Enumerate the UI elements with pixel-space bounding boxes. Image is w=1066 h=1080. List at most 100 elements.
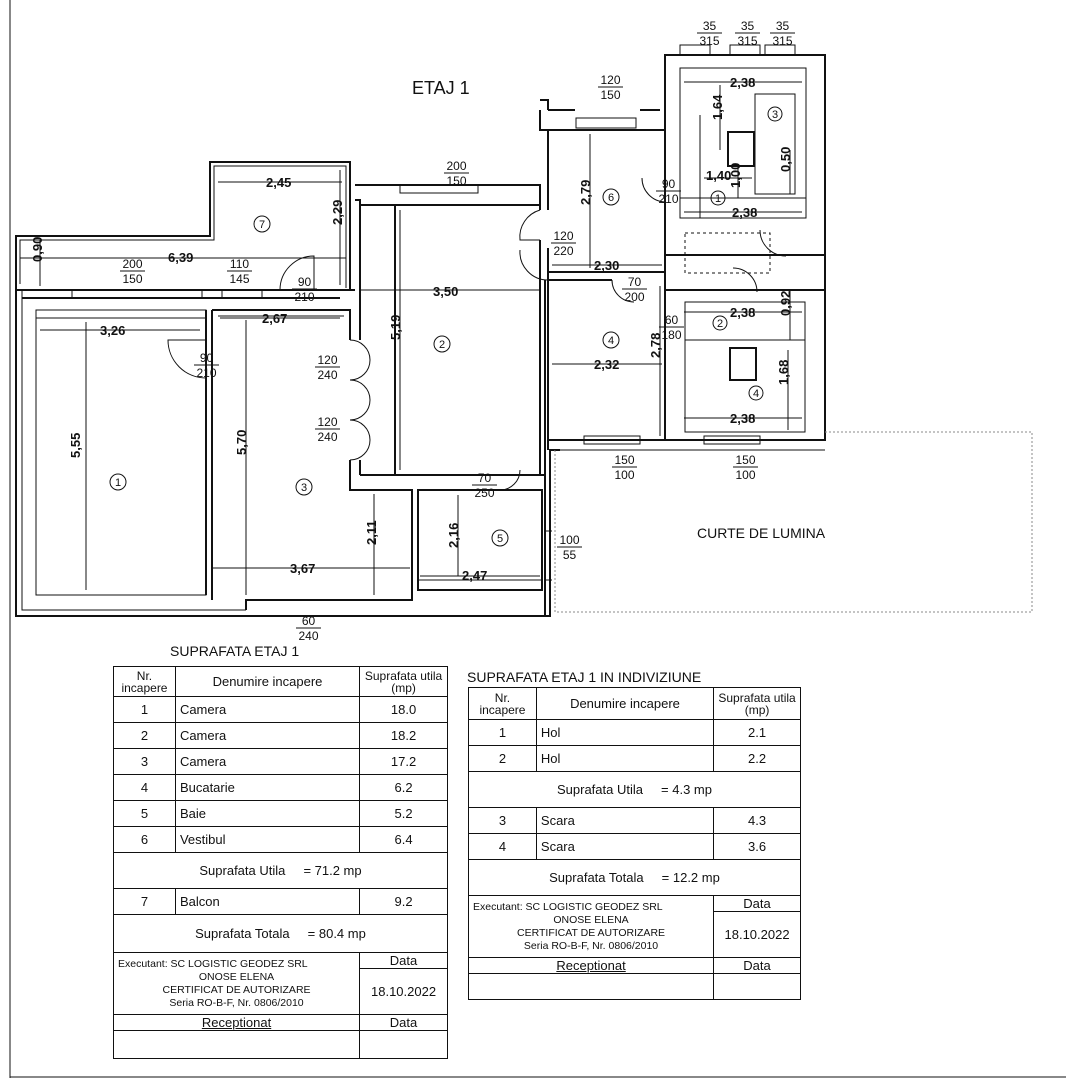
dimension-label: 2,16 <box>446 523 461 548</box>
svg-text:150: 150 <box>600 88 620 102</box>
dimension-label: 2,38 <box>730 411 755 426</box>
svg-text:90: 90 <box>200 351 214 365</box>
dimension-label: 2,30 <box>594 258 619 273</box>
svg-text:100: 100 <box>614 468 634 482</box>
svg-text:120: 120 <box>317 415 337 429</box>
room-mark-7: 7 <box>253 215 271 233</box>
common-mark-2: 2 <box>712 315 728 331</box>
svg-text:210: 210 <box>294 290 314 304</box>
svg-text:35: 35 <box>703 19 717 33</box>
dimension-label: 6,39 <box>168 250 193 265</box>
svg-text:3: 3 <box>772 109 778 121</box>
svg-text:315: 315 <box>737 34 757 48</box>
svg-text:315: 315 <box>772 34 792 48</box>
svg-text:5: 5 <box>497 533 503 545</box>
svg-text:200: 200 <box>446 159 466 173</box>
dimension-label: 2,38 <box>730 75 755 90</box>
svg-text:150: 150 <box>122 272 142 286</box>
dimension-label: 5,19 <box>388 315 403 340</box>
dimension-label: 0,50 <box>778 147 793 172</box>
svg-text:210: 210 <box>196 366 216 380</box>
header-name: Denumire incapere <box>535 687 715 720</box>
svg-text:90: 90 <box>662 177 676 191</box>
svg-text:6: 6 <box>608 192 614 204</box>
data-label: Data <box>359 952 448 969</box>
svg-text:120: 120 <box>317 353 337 367</box>
svg-text:60: 60 <box>302 614 316 628</box>
totala-total: Suprafata Totala = 12.2 mp <box>468 859 801 896</box>
dimension-label: 2,45 <box>266 175 291 190</box>
svg-text:100: 100 <box>559 533 579 547</box>
svg-text:2: 2 <box>439 339 445 351</box>
common-mark-4: 4 <box>748 385 764 401</box>
svg-text:1: 1 <box>715 193 721 205</box>
dimension-label: 1,64 <box>710 94 725 120</box>
dimension-label: 1,40 <box>706 168 731 183</box>
svg-text:70: 70 <box>628 275 642 289</box>
dimension-label: 2,32 <box>594 357 619 372</box>
header-area: Suprafata utila (mp) <box>713 687 801 720</box>
data-label: Data <box>713 895 801 912</box>
svg-text:145: 145 <box>229 272 249 286</box>
common-mark-3: 3 <box>767 106 783 122</box>
svg-text:100: 100 <box>735 468 755 482</box>
svg-text:120: 120 <box>553 229 573 243</box>
header-nr: Nr. incapere <box>468 687 537 720</box>
svg-text:4: 4 <box>753 388 759 400</box>
svg-text:200: 200 <box>122 257 142 271</box>
dimension-label: 0,90 <box>30 237 45 262</box>
room-mark-5: 5 <box>491 529 509 547</box>
svg-text:240: 240 <box>317 430 337 444</box>
svg-text:240: 240 <box>298 629 318 643</box>
surface-table: Nr. incapere Denumire incapere Suprafata… <box>112 666 448 1059</box>
executant-block: Executant: SC LOGISTIC GEODEZ SRL ONOSE … <box>467 895 715 958</box>
svg-text:1: 1 <box>115 477 121 489</box>
svg-text:3: 3 <box>301 482 307 494</box>
dimension-label: 2,47 <box>462 568 487 583</box>
dimension-label: 1,68 <box>776 360 791 385</box>
dimension-label: 2,38 <box>732 205 757 220</box>
svg-text:70: 70 <box>478 471 492 485</box>
room-mark-2: 2 <box>433 335 451 353</box>
svg-text:2: 2 <box>717 318 723 330</box>
executant-block: Executant: SC LOGISTIC GEODEZ SRL ONOSE … <box>112 952 361 1015</box>
dimension-label: 2,79 <box>578 180 593 205</box>
room-mark-1: 1 <box>109 473 127 491</box>
dimension-label: 3,50 <box>433 284 458 299</box>
svg-text:180: 180 <box>661 328 681 342</box>
svg-text:90: 90 <box>298 275 312 289</box>
table1-title: SUPRAFATA ETAJ 1 <box>170 643 300 659</box>
svg-text:120: 120 <box>600 73 620 87</box>
header-name: Denumire incapere <box>174 666 361 697</box>
svg-text:110: 110 <box>230 257 249 271</box>
svg-text:150: 150 <box>735 453 755 467</box>
header-nr: Nr. incapere <box>113 666 176 697</box>
svg-text:150: 150 <box>446 174 466 188</box>
dimension-label: 3,26 <box>100 323 125 338</box>
dimension-label: 2,38 <box>730 305 755 320</box>
courtyard-label: CURTE DE LUMINA <box>697 525 826 541</box>
dimension-label: 2,29 <box>330 200 345 225</box>
dimension-label: 2,78 <box>648 333 663 358</box>
svg-text:315: 315 <box>699 34 719 48</box>
svg-text:220: 220 <box>553 244 573 258</box>
